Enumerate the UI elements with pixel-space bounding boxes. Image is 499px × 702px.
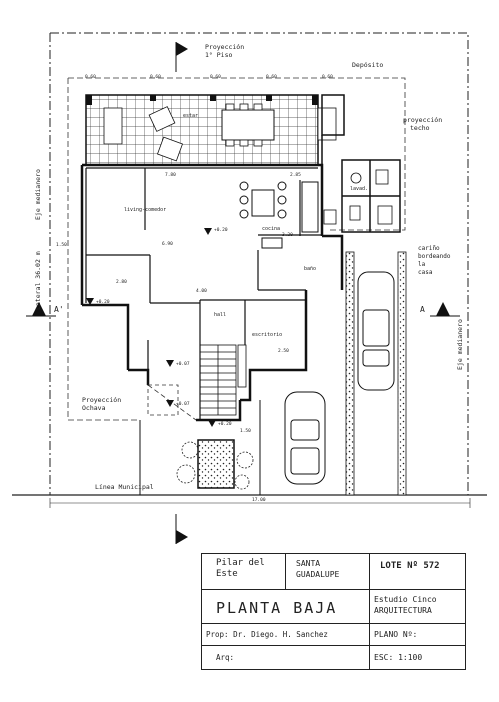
svg-text:+0.07: +0.07 (176, 401, 190, 407)
svg-text:+0.20: +0.20 (214, 227, 228, 233)
tb-plano: PLANO Nº: (370, 624, 466, 646)
north-arrow-bottom (176, 530, 188, 544)
label-proyeccion-ochava: Proyección (82, 396, 121, 404)
svg-text:1° Piso: 1° Piso (205, 51, 232, 59)
label-lavadero: lavad. (350, 186, 368, 192)
dim-text: 0.60 (85, 74, 96, 80)
svg-text:17.00: 17.00 (252, 497, 266, 503)
tb-lote: LOTE Nº 572 (370, 554, 466, 590)
upper-floor-projection (67, 77, 406, 421)
label-cocina: cocina (262, 226, 280, 232)
title-block: Pilar del Este SANTA GUADALUPE LOTE Nº 5… (201, 553, 466, 670)
svg-text:casa: casa (418, 269, 433, 276)
label-estar: estar (183, 113, 198, 119)
svg-text:7.80: 7.80 (165, 172, 176, 178)
label-lateral: Lateral 36.02 m (34, 251, 42, 310)
svg-text:+0.20: +0.20 (218, 421, 232, 427)
svg-text:4.00: 4.00 (196, 288, 207, 294)
stair (199, 344, 247, 416)
kitchen-island (251, 189, 275, 217)
label-proyeccion-1piso: Proyección (205, 43, 244, 51)
svg-text:2.50: 2.50 (278, 348, 289, 354)
tb-arq: Arq: (202, 646, 370, 669)
svg-text:+0.07: +0.07 (176, 361, 190, 367)
label-escritorio: escritorio (252, 332, 282, 338)
driveway-gravel (345, 251, 355, 496)
tb-escala: ESC: 1:100 (374, 653, 423, 662)
label-bano: baño (304, 266, 316, 272)
garden-box (197, 439, 235, 489)
tb-studio: Estudio Cinco ARQUITECTURA (370, 590, 466, 624)
svg-text:la: la (418, 261, 426, 268)
terrace-table (221, 109, 275, 141)
label-deposito: Depósito (352, 61, 383, 69)
car-front (284, 391, 326, 485)
tb-owner: Prop: Dr. Diego. H. Sanchez (202, 624, 370, 646)
tb-drawing-title: PLANTA BAJA (202, 590, 370, 624)
label-hall: hall (214, 312, 226, 318)
tb-location: Pilar del Este (202, 554, 286, 590)
svg-text:3.20: 3.20 (282, 232, 293, 238)
label-linea-municipal: Línea Municipal (95, 483, 154, 491)
north-arrow-top (176, 42, 188, 56)
tb-barrio: SANTA GUADALUPE (286, 554, 370, 590)
label-living: living-comedor (124, 207, 166, 213)
svg-text:0.60: 0.60 (210, 74, 221, 80)
lot-boundary (49, 32, 469, 495)
label-proyeccion-techo: proyección (403, 116, 442, 124)
car-side (357, 271, 395, 391)
label-section-right: A (420, 305, 425, 314)
svg-text:bordeando: bordeando (418, 253, 451, 260)
svg-text:2.85: 2.85 (290, 172, 301, 178)
section-arrow-right (436, 302, 450, 316)
shrubs (176, 441, 254, 490)
svg-text:+0.20: +0.20 (96, 299, 110, 305)
svg-text:1.50: 1.50 (56, 242, 67, 248)
section-arrow-left (32, 302, 46, 316)
label-carino: cariño (418, 245, 440, 252)
label-eje-medianero-left: Eje medianero (34, 169, 42, 220)
ochava-projection (147, 384, 197, 421)
svg-text:0.60: 0.60 (150, 74, 161, 80)
label-section-left: A' (54, 305, 64, 314)
svg-text:0.60: 0.60 (322, 74, 333, 80)
svg-text:techo: techo (410, 124, 430, 132)
svg-text:2.80: 2.80 (116, 279, 127, 285)
svg-text:0.60: 0.60 (266, 74, 277, 80)
svg-text:Ochava: Ochava (82, 404, 106, 412)
svg-text:6.90: 6.90 (162, 241, 173, 247)
terrace-tiles (85, 94, 319, 166)
svg-text:1.50: 1.50 (240, 428, 251, 434)
label-eje-medianero-right: Eje medianero (456, 319, 464, 370)
